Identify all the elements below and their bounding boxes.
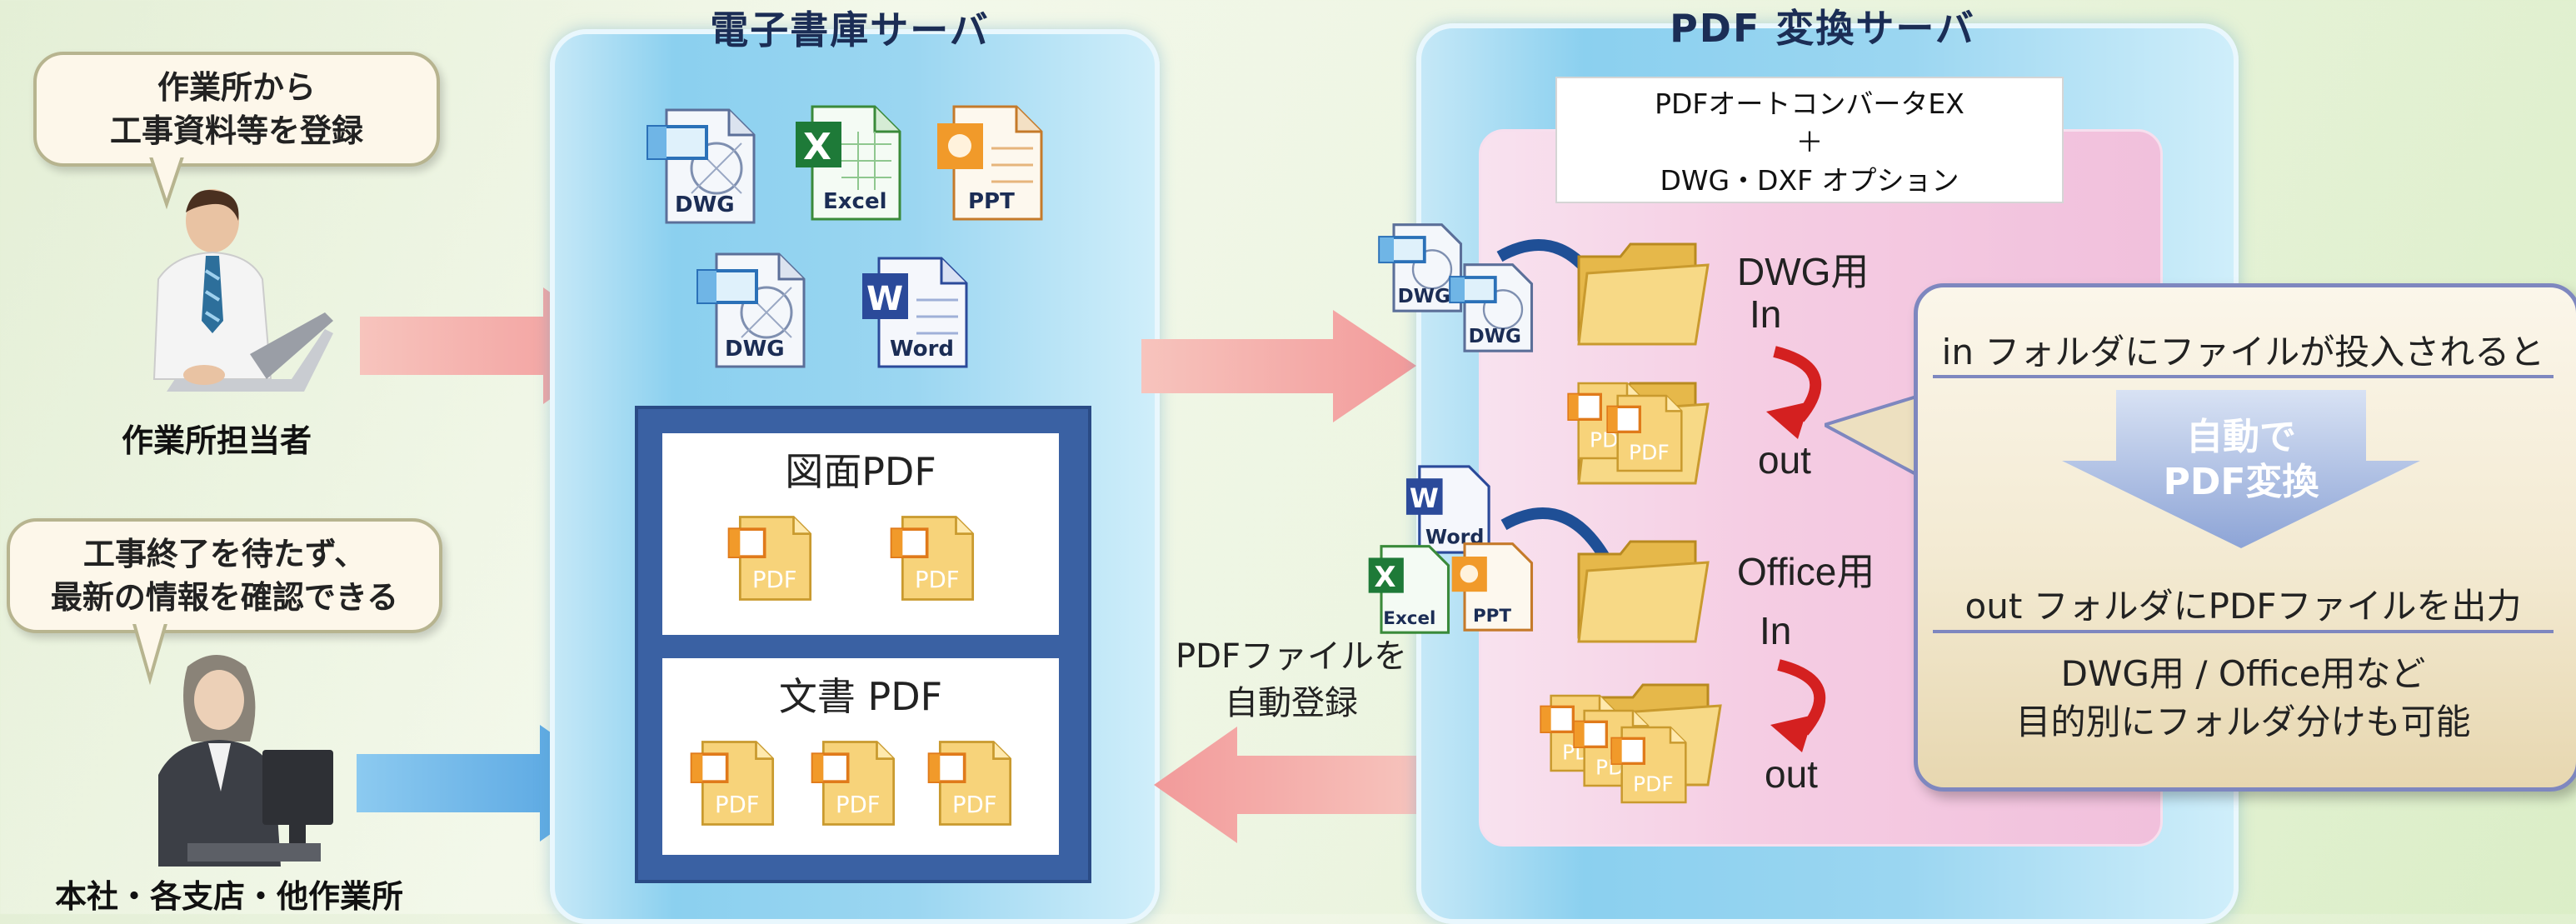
auto-convert-line: 自動で: [2186, 416, 2296, 458]
pdf-label: PDF: [1633, 772, 1674, 797]
product-name: PDFオートコンバータEX: [1655, 87, 1964, 120]
auto-convert-arrow-icon: [2062, 390, 2420, 548]
office-caption: 本社・各支店・他作業所: [54, 878, 403, 915]
pdf-label: PDF: [715, 792, 760, 818]
excel-file-icon: X Excel: [796, 105, 901, 221]
callout-note-line: 目的別にフォルダ分けも可能: [2015, 702, 2471, 742]
word-input-file-icon: W Word: [1405, 465, 1490, 554]
auto-register-line: 自動登録: [1225, 684, 1358, 722]
dwg-input-file-icon: DWG: [1378, 223, 1463, 312]
pdf-output-icon: PDF: [1610, 726, 1687, 804]
speech-bubble-confirm: 工事終了を待たず、 最新の情報を確認できる: [7, 518, 442, 633]
bubble-line: 最新の情報を確認できる: [50, 579, 399, 616]
dwg-label: DWG: [1398, 286, 1450, 307]
auto-register-line: PDFファイルを: [1176, 637, 1407, 676]
word-file-icon: W Word: [862, 257, 968, 368]
office-folder-label: Office用: [1737, 550, 1875, 593]
dwg-label: DWG: [725, 337, 785, 362]
pdf-file-icon: PDF: [727, 516, 812, 601]
word-label: Word: [890, 337, 954, 362]
pdf-output-icon: PDF: [1606, 394, 1683, 472]
dwg-folder-label: DWG用: [1737, 250, 1870, 293]
product-box: PDFオートコンバータEX ＋ DWG・DXF オプション: [1555, 77, 2064, 203]
auto-convert-text: 自動で PDF変換: [2116, 415, 2366, 505]
svg-text:W: W: [866, 280, 903, 318]
dwg-label: DWG: [1469, 326, 1521, 347]
pdf-label: PDF: [915, 567, 960, 593]
worker-caption: 作業所担当者: [121, 422, 312, 459]
pdf-file-icon: PDF: [927, 741, 1012, 826]
ppt-label: PPT: [968, 189, 1015, 214]
dwg-file-icon: DWG: [696, 252, 806, 368]
pdf-server-title: PDF 変換サーバ: [1670, 6, 1975, 51]
drawing-pdf-title: 図面PDF: [785, 449, 936, 494]
pdf-file-icon: PDF: [690, 741, 775, 826]
dwg-convert-curve-icon: [1766, 346, 1822, 439]
bubble-tail-icon: [130, 621, 170, 686]
pdf-label: PDF: [836, 792, 881, 818]
office-out-label: out: [1765, 752, 1818, 796]
worker-person-icon: [152, 189, 333, 392]
svg-text:X: X: [803, 126, 831, 168]
product-option: DWG・DXF オプション: [1660, 164, 1959, 197]
dwg-in-label: In: [1750, 292, 1782, 336]
callout-line2: out フォルダにPDFファイルを出力: [1964, 586, 2522, 627]
excel-label: Excel: [823, 189, 887, 214]
auto-convert-line: PDF変換: [2163, 461, 2319, 503]
ppt-file-icon: PPT: [937, 105, 1043, 221]
office-convert-curve-icon: [1770, 659, 1826, 752]
drawing-pdf-panel: 図面PDF: [662, 433, 1059, 635]
bubble-tail-icon: [147, 154, 187, 210]
office-in-folder-icon: [1577, 540, 1710, 643]
pdf-file-icon: PDF: [811, 741, 896, 826]
product-plus: ＋: [1795, 126, 1824, 158]
auto-register-arrow-icon: [1154, 727, 1420, 843]
ppt-input-file-icon: PPT: [1451, 542, 1534, 632]
dwg-in-folder-icon: [1577, 242, 1710, 346]
office-person-icon: [158, 655, 333, 867]
callout-line1: in フォルダにファイルが投入されると: [1941, 332, 2545, 372]
dwg-out-label: out: [1758, 438, 1811, 482]
svg-text:W: W: [1410, 484, 1439, 514]
pdf-label: PDF: [952, 792, 997, 818]
pdf-label: PDF: [1629, 441, 1670, 465]
bubble-line: 作業所から: [157, 69, 316, 106]
ppt-label: PPT: [1473, 606, 1511, 627]
pdf-label: PDF: [752, 567, 797, 593]
excel-label: Excel: [1383, 608, 1435, 629]
pdf-file-icon: PDF: [890, 516, 975, 601]
bubble-line: 工事資料等を登録: [109, 112, 363, 149]
auto-register-label: PDFファイルを 自動登録: [1166, 633, 1416, 727]
document-pdf-title: 文書 PDF: [778, 674, 943, 719]
dwg-label: DWG: [675, 192, 735, 217]
speech-bubble-register: 作業所から 工事資料等を登録: [33, 52, 440, 167]
dwg-file-icon: DWG: [646, 108, 756, 224]
callout-note-line: DWG用 / Office用など: [2060, 653, 2426, 694]
dwg-input-file-icon: DWG: [1449, 263, 1534, 352]
callout-underline: [1933, 630, 2554, 633]
office-in-label: In: [1760, 609, 1792, 652]
to-converter-arrow-icon: [1141, 310, 1416, 422]
callout-underline: [1933, 375, 2554, 378]
excel-input-file-icon: X Excel: [1368, 545, 1450, 634]
bubble-line: 工事終了を待たず、: [82, 536, 367, 572]
callout-note: DWG用 / Office用など 目的別にフォルダ分けも可能: [1920, 650, 2566, 747]
ebook-server-title: 電子書庫サーバ: [710, 7, 990, 52]
svg-text:X: X: [1375, 561, 1396, 593]
